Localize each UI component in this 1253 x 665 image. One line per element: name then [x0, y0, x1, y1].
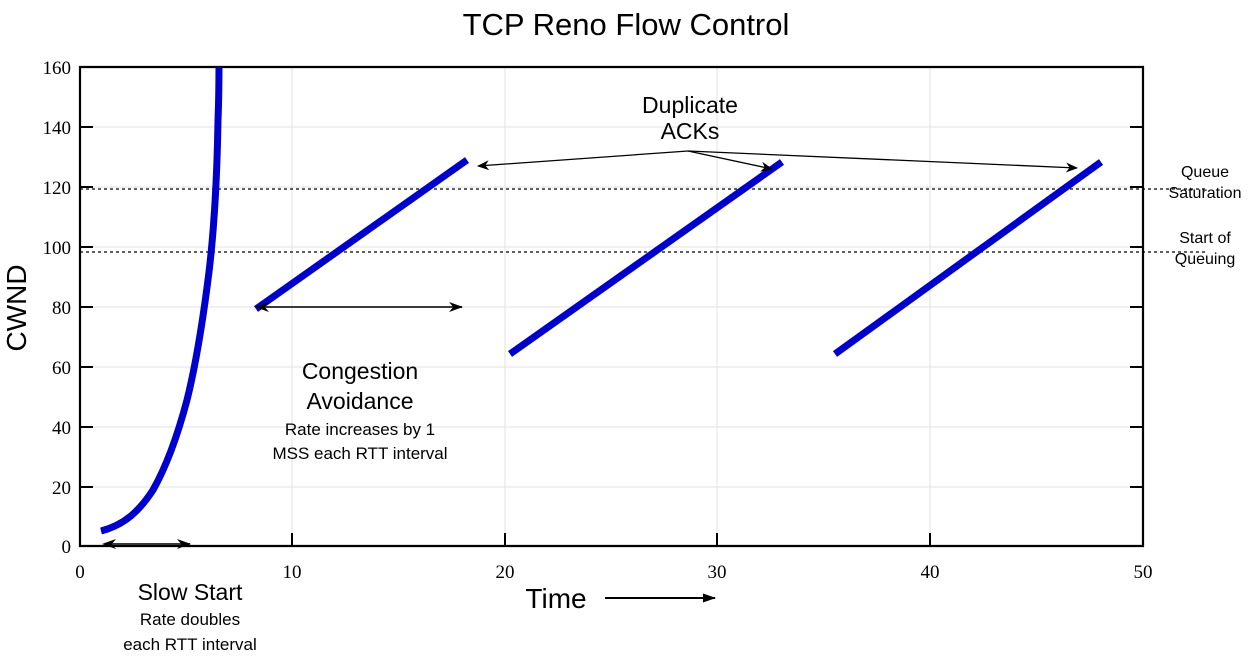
- y-axis-ticks: [80, 126, 1143, 488]
- slow-start-curve: [100, 67, 223, 535]
- x-tick-label: 0: [75, 562, 85, 583]
- x-tick-label: 50: [1134, 562, 1153, 583]
- congestion-avoidance-heading-line2: Avoidance: [307, 388, 414, 414]
- y-tick-label: 80: [52, 298, 71, 319]
- congestion-avoidance-segment-1: [253, 157, 470, 312]
- queue-saturation-label-line2: Saturation: [1169, 185, 1242, 202]
- congestion-avoidance-segment-3: [832, 159, 1104, 357]
- y-tick-label: 140: [43, 118, 72, 139]
- y-tick-label: 100: [43, 238, 72, 259]
- y-tick-label: 60: [52, 358, 71, 379]
- vertical-gridlines: [291, 67, 931, 546]
- duplicate-acks-arrow-middle: [687, 150, 773, 172]
- x-axis-ticks: [291, 533, 931, 546]
- plot-frame: [78, 65, 1145, 548]
- queue-saturation-label-line1: Queue: [1181, 164, 1229, 181]
- congestion-avoidance-heading-line1: Congestion: [302, 358, 418, 384]
- congestion-avoidance-detail-line1: Rate increases by 1: [285, 420, 435, 439]
- x-tick-label: 20: [496, 562, 515, 583]
- y-axis-title: CWND: [1, 264, 32, 351]
- congestion-avoidance-detail-line2: MSS each RTT interval: [272, 444, 447, 463]
- chart-title: TCP Reno Flow Control: [463, 7, 790, 42]
- y-tick-label: 0: [62, 537, 72, 558]
- y-tick-label: 20: [52, 478, 71, 499]
- duplicate-acks-arrow-right: [687, 150, 1078, 173]
- start-of-queuing-label-line1: Start of: [1179, 230, 1231, 247]
- x-axis-tick-labels: 0 10 20 30 40 50: [75, 562, 1152, 583]
- x-axis-title: Time: [525, 583, 586, 614]
- congestion-avoidance-segment-2: [507, 159, 785, 357]
- x-tick-label: 30: [708, 562, 727, 583]
- x-tick-label: 10: [283, 562, 302, 583]
- start-of-queuing-label-line2: Queuing: [1175, 251, 1236, 268]
- duplicate-acks-label-line1: Duplicate: [642, 92, 738, 118]
- data-series-group: [100, 67, 1104, 535]
- duplicate-acks-label-line2: ACKs: [661, 118, 720, 144]
- slow-start-heading: Slow Start: [138, 579, 243, 605]
- y-axis-tick-labels: 160 140 120 100 80 60 40 20 0: [43, 58, 72, 558]
- y-tick-label: 120: [43, 178, 72, 199]
- duplicate-acks-arrows: [477, 150, 1078, 173]
- slow-start-detail-line1: Rate doubles: [140, 610, 240, 629]
- y-tick-label: 40: [52, 418, 71, 439]
- x-tick-label: 40: [921, 562, 940, 583]
- y-tick-label: 160: [43, 58, 72, 79]
- slow-start-detail-line2: each RTT interval: [123, 635, 257, 654]
- duplicate-acks-arrow-left: [477, 150, 689, 171]
